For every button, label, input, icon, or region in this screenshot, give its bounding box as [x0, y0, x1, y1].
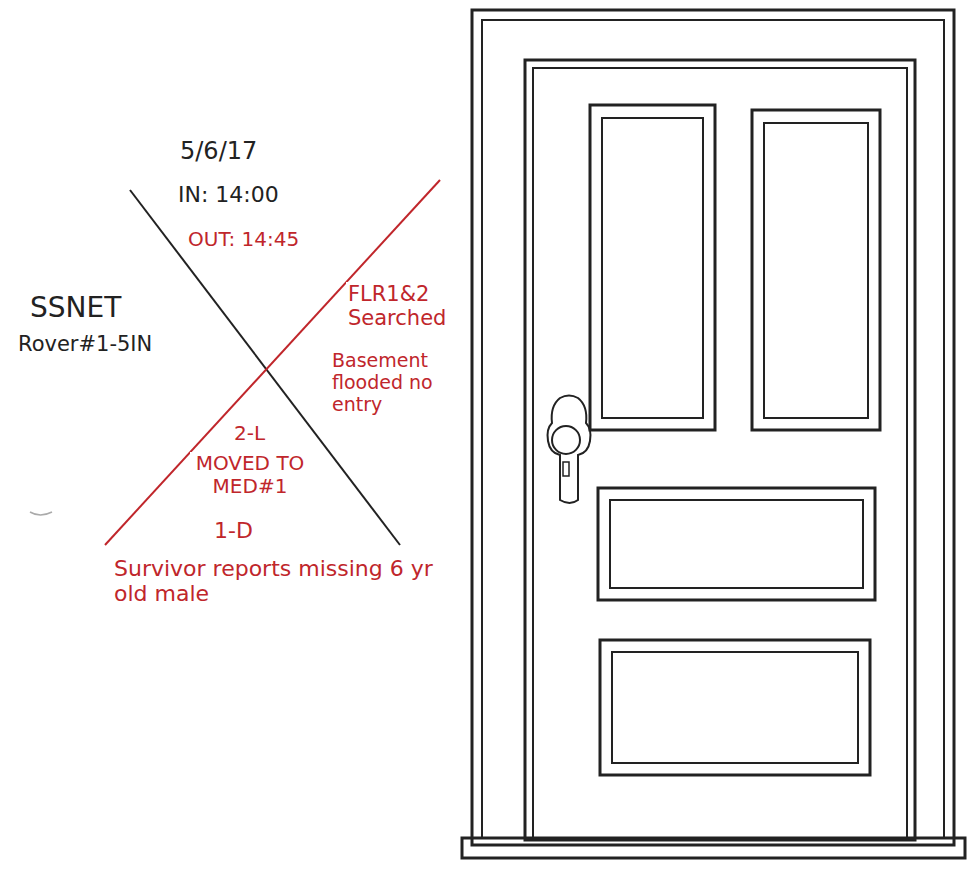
team-id: SSNET — [28, 292, 123, 324]
search-note: FLR1&2 Searched — [346, 282, 466, 330]
victim-note: MOVED TO MED#1 — [190, 452, 310, 498]
victim-note: Survivor reports missing 6 yr old male — [112, 556, 452, 607]
time-in: IN: 14:00 — [176, 182, 281, 207]
date: 5/6/17 — [178, 138, 259, 166]
time-out: OUT: 14:45 — [186, 228, 301, 251]
hazard-note: Basement flooded no entry — [330, 350, 455, 416]
victim-count: 2-L — [232, 422, 267, 445]
team-id: Rover#1-5IN — [16, 332, 154, 356]
victim-count: 1-D — [212, 518, 255, 543]
